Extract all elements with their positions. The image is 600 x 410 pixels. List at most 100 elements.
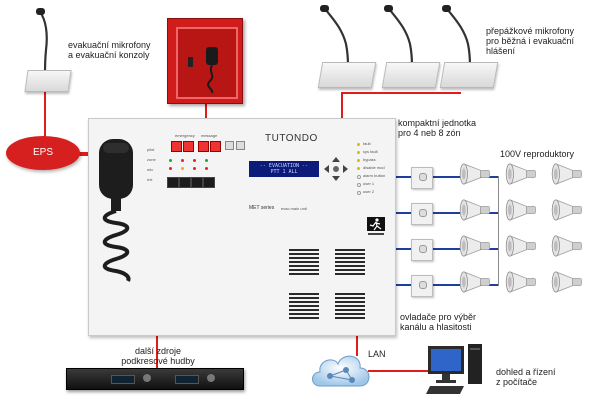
status-led bbox=[169, 167, 172, 170]
evac-console-microphone bbox=[22, 8, 68, 92]
counter-mic-2 bbox=[381, 4, 441, 90]
line-zone-3 bbox=[394, 248, 498, 250]
label-monitoring: dohled a řízení z počítače bbox=[496, 367, 556, 387]
wall-controller-icon bbox=[411, 167, 433, 189]
line-music bbox=[156, 334, 158, 368]
zone-key-3[interactable] bbox=[191, 177, 203, 188]
lcd-line-1: -- EVACUATION -- bbox=[259, 163, 309, 169]
status-label-2: sys fault bbox=[363, 149, 378, 154]
label-music-sources: další zdroje podkresové hudby bbox=[121, 346, 195, 366]
label-lan: LAN bbox=[368, 349, 386, 359]
microphone-icon bbox=[384, 5, 414, 67]
emergency-button-2[interactable] bbox=[183, 141, 194, 152]
emergency-buttons bbox=[171, 141, 221, 153]
status-led bbox=[357, 167, 360, 170]
message-button-2[interactable] bbox=[210, 141, 221, 152]
speaker-grille bbox=[289, 291, 319, 319]
status-label-4: disable mod bbox=[363, 165, 385, 170]
eps-label: EPS bbox=[32, 147, 53, 158]
horn-speaker-icon bbox=[459, 163, 490, 185]
status-led bbox=[357, 191, 361, 195]
microphone-icon bbox=[320, 5, 350, 67]
status-led bbox=[193, 167, 196, 170]
line-lan-pc bbox=[368, 370, 430, 372]
counter-mic-3-base bbox=[439, 62, 499, 88]
horn-speaker-icon bbox=[505, 271, 536, 293]
horn-speaker-icon bbox=[551, 163, 582, 185]
left-label-2: zone bbox=[147, 157, 156, 162]
rack-display-1 bbox=[111, 375, 135, 384]
fire-box bbox=[167, 18, 243, 104]
horn-speaker-icon bbox=[551, 271, 582, 293]
horn-speaker-icon bbox=[505, 163, 536, 185]
rack-knob[interactable] bbox=[207, 374, 215, 382]
panel-extra-button-1[interactable] bbox=[225, 141, 234, 150]
horn-speaker-icon bbox=[459, 271, 490, 293]
line-zone-4 bbox=[394, 284, 498, 286]
emergency-button-1[interactable] bbox=[171, 141, 182, 152]
zone-key-1[interactable] bbox=[167, 177, 179, 188]
line-counter-mics-h bbox=[341, 92, 461, 94]
speaker-grille bbox=[289, 247, 319, 275]
label-counter-mics: přepážkové mikrofony pro běžná i evakuač… bbox=[486, 26, 575, 56]
panel-emergency-label: emergency bbox=[175, 133, 195, 138]
status-led bbox=[205, 167, 208, 170]
status-led bbox=[193, 159, 196, 162]
line-firebox bbox=[205, 100, 207, 119]
fire-box-icon bbox=[188, 47, 218, 94]
status-label-5: alarm button bbox=[363, 173, 386, 178]
horn-speaker-icon bbox=[459, 199, 490, 221]
status-led bbox=[181, 159, 184, 162]
eps-node: EPS bbox=[6, 136, 80, 170]
evac-running-man-icon bbox=[367, 217, 385, 235]
lcd-line-2: PTT 1 ALL bbox=[270, 169, 298, 175]
microphone-icon bbox=[442, 5, 472, 67]
status-led bbox=[357, 143, 360, 146]
line-bus-spk bbox=[498, 176, 499, 286]
counter-mic-1-base bbox=[317, 62, 377, 88]
speaker-grille bbox=[335, 247, 365, 275]
wall-controller-icon bbox=[411, 239, 433, 261]
horn-speaker-icon bbox=[505, 235, 536, 257]
counter-mic-1 bbox=[317, 4, 377, 90]
status-label-1: fault bbox=[363, 141, 371, 146]
rack-unit-icon bbox=[66, 368, 244, 390]
line-eps bbox=[76, 152, 89, 154]
model-label: evac main unit bbox=[281, 206, 307, 211]
computer-icon bbox=[426, 344, 482, 394]
main-unit: emergency message pilot zone mic ext TUT… bbox=[88, 118, 396, 336]
lcd-display: -- EVACUATION -- PTT 1 ALL bbox=[249, 161, 319, 177]
panel-extra-button-2[interactable] bbox=[236, 141, 245, 150]
brand-logo: TUTONDO bbox=[265, 133, 318, 144]
message-button-1[interactable] bbox=[198, 141, 209, 152]
speaker-grille bbox=[335, 291, 365, 319]
status-led bbox=[357, 183, 361, 187]
horn-speaker-icon bbox=[459, 235, 490, 257]
line-zone-1 bbox=[394, 176, 498, 178]
horn-speaker-icon bbox=[505, 199, 536, 221]
fire-box-window bbox=[176, 27, 238, 99]
wall-controller-icon bbox=[411, 203, 433, 225]
line-counter-mics-v bbox=[341, 92, 343, 119]
panel-extra-buttons bbox=[225, 141, 255, 151]
panel-message-label: message bbox=[201, 133, 218, 138]
horn-speaker-icon bbox=[551, 199, 582, 221]
handheld-microphone-icon bbox=[99, 139, 133, 282]
status-led bbox=[357, 159, 360, 162]
status-led bbox=[357, 151, 360, 154]
status-led bbox=[181, 167, 184, 170]
line-lan bbox=[356, 334, 358, 356]
status-label-6: user 1 bbox=[363, 181, 375, 186]
counter-mic-3 bbox=[439, 4, 499, 90]
navigation-pad-icon[interactable] bbox=[321, 155, 351, 183]
line-console-mic bbox=[44, 88, 46, 156]
evac-console-base bbox=[24, 70, 72, 92]
left-label-3: mic bbox=[147, 167, 154, 172]
status-led bbox=[205, 159, 208, 162]
status-led bbox=[357, 175, 361, 179]
zone-key-4[interactable] bbox=[203, 177, 215, 188]
counter-mic-2-base bbox=[381, 62, 441, 88]
zone-key-2[interactable] bbox=[179, 177, 191, 188]
rack-knob[interactable] bbox=[143, 374, 151, 382]
status-panel: fault sys fault bypass disable mod alarm… bbox=[357, 141, 395, 205]
